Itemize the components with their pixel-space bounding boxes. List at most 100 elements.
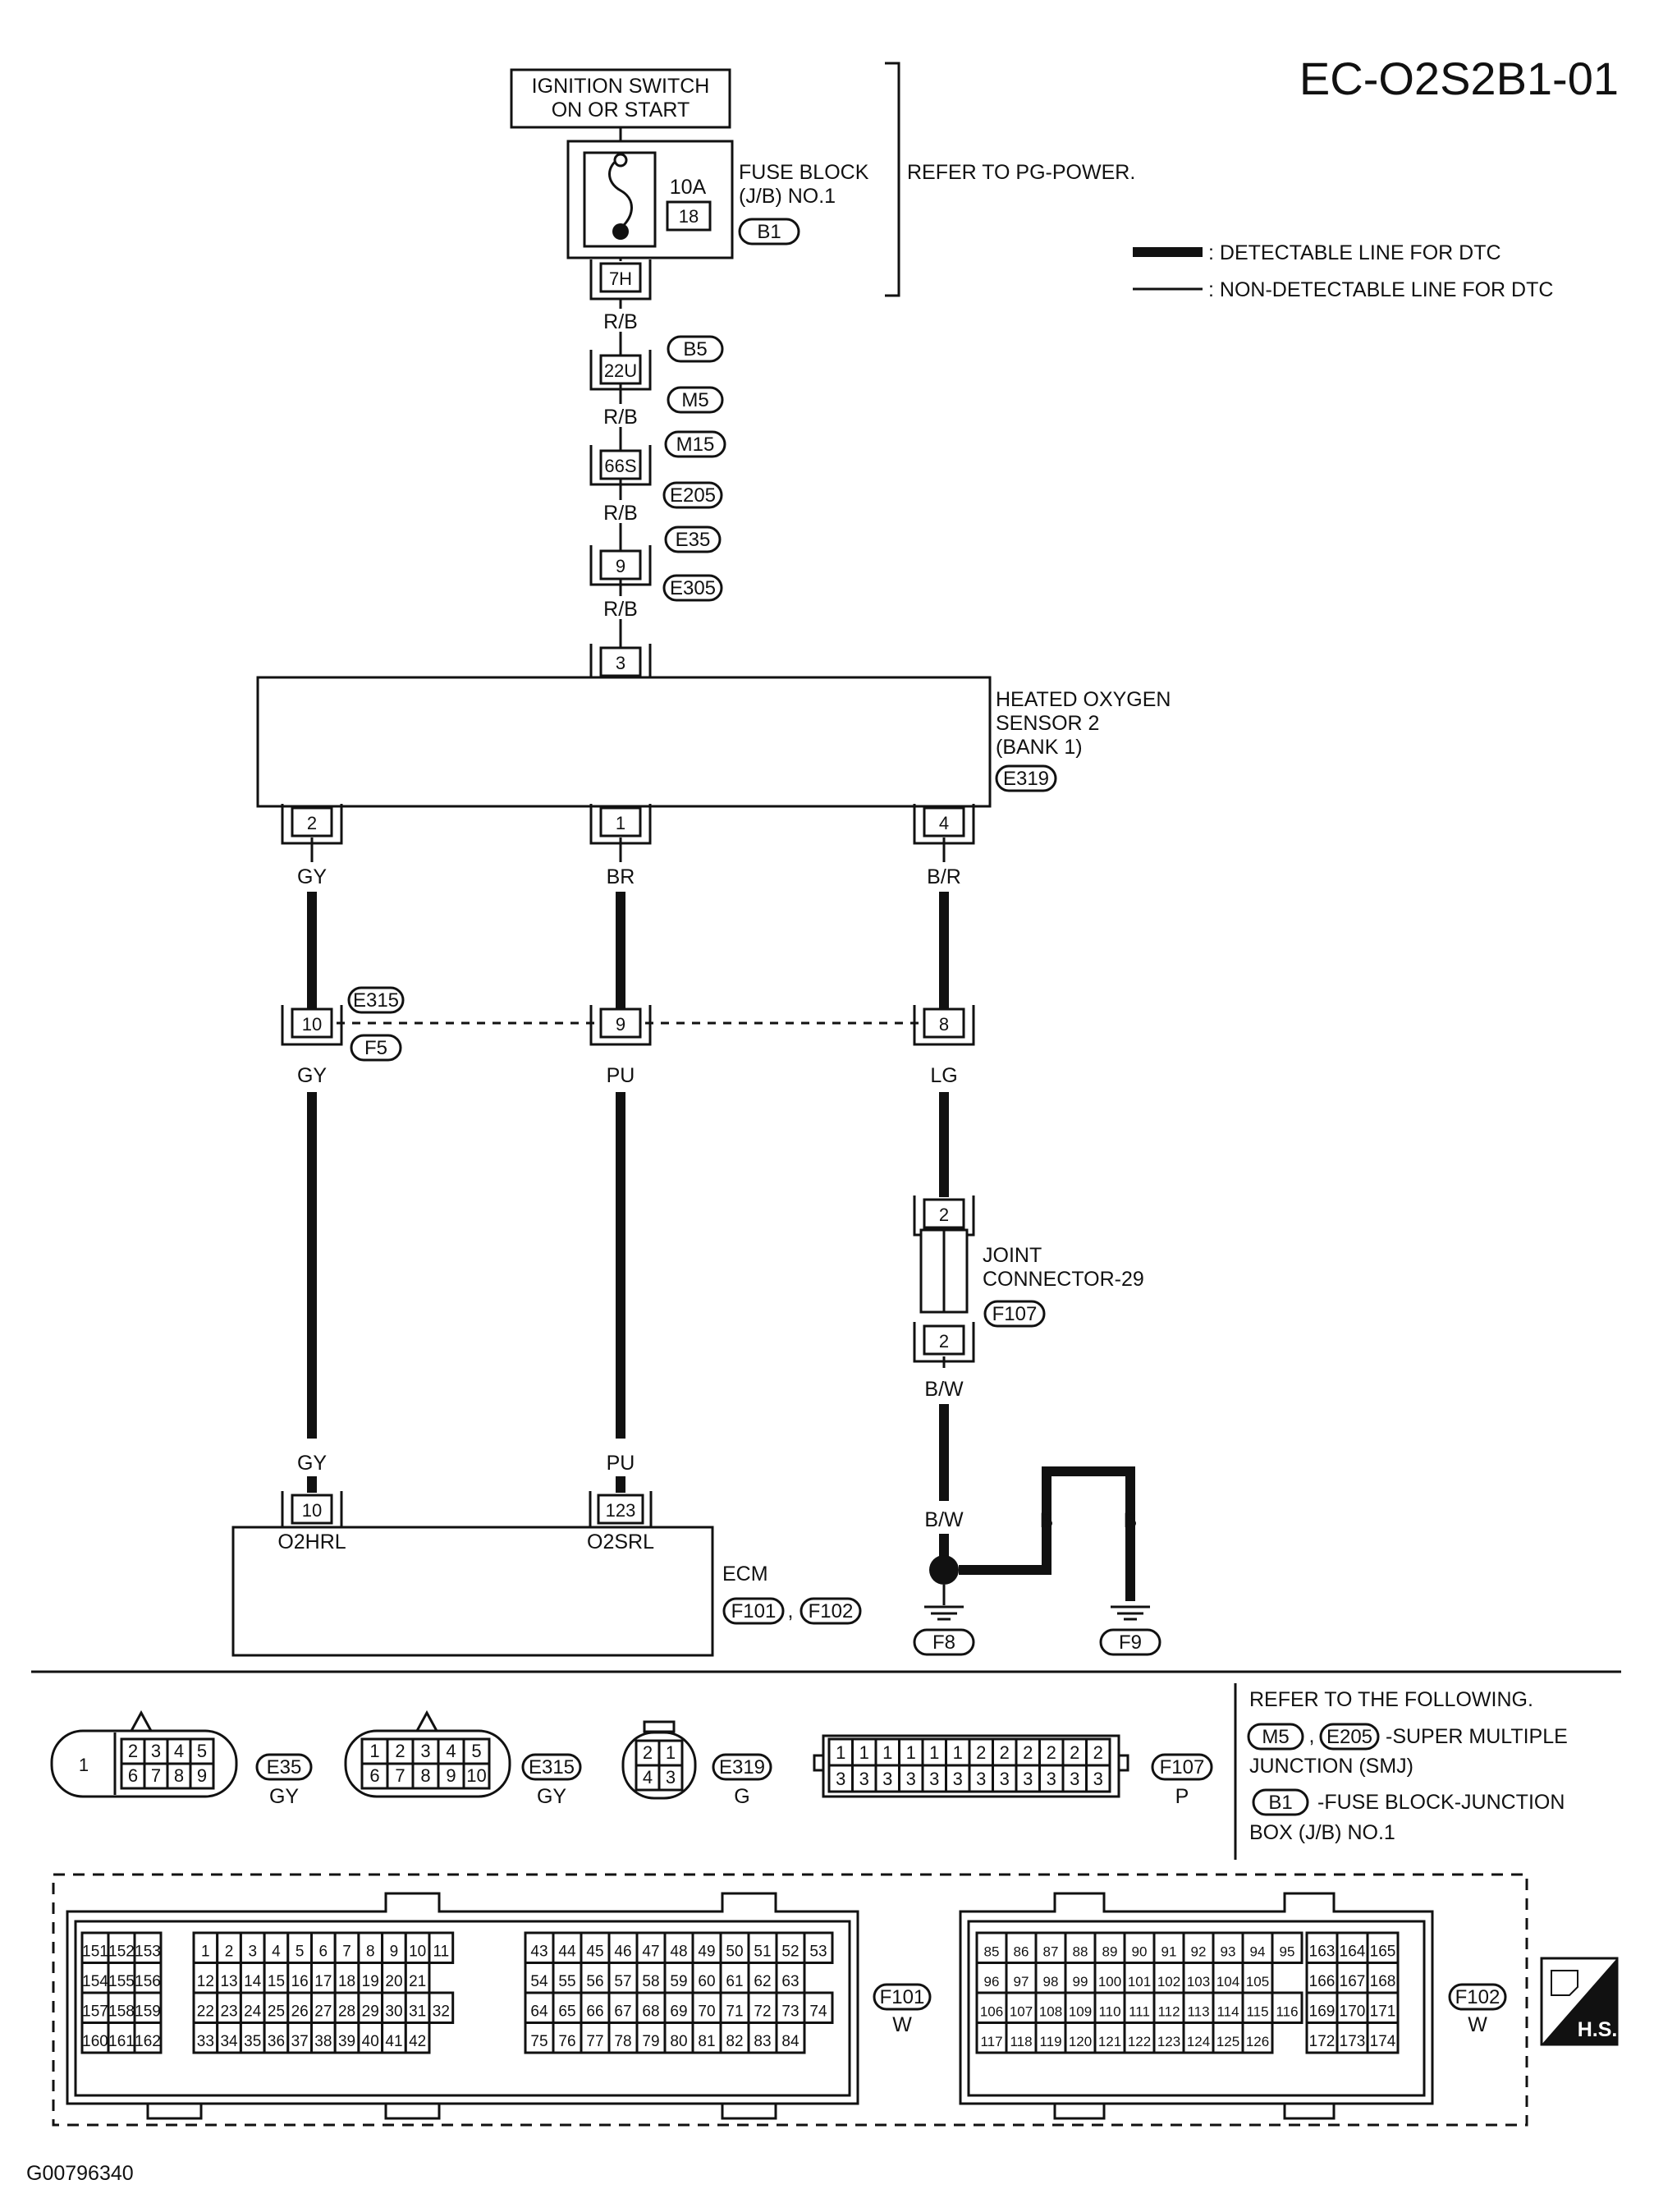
f101-mid-cell xyxy=(263,2022,290,2054)
f101-left-pin-label: 154 xyxy=(82,1973,108,1990)
f102-right-pin-label: 174 xyxy=(1370,2033,1396,2050)
f101-mid-cell xyxy=(216,1991,242,2024)
f102-left-pin-label: 102 xyxy=(1157,1974,1180,1989)
fuse-number: 18 xyxy=(679,206,699,227)
f101-mid-cell xyxy=(286,2022,313,2054)
f107-pin-label: 2 xyxy=(1047,1742,1056,1763)
ignition-switch-label-1: IGNITION SWITCH xyxy=(532,75,710,98)
e35-name-label: E35 xyxy=(267,1756,302,1778)
f102-left-pin-label: 95 xyxy=(1280,1944,1295,1960)
f101-right-cell xyxy=(719,1931,750,1964)
f102-left-pin-label: 91 xyxy=(1161,1944,1177,1960)
f107-pin-label: 3 xyxy=(1000,1769,1010,1789)
refer-conn-b1 xyxy=(1252,1788,1309,1816)
f102-left-pin-label: 105 xyxy=(1246,1974,1269,1989)
f107-pin-label: 2 xyxy=(1000,1742,1010,1763)
e319-pin-label: 4 xyxy=(643,1767,653,1787)
pin-7h-housing xyxy=(589,259,652,301)
f102-right-pin-label: 170 xyxy=(1340,2003,1366,2021)
f102-lug-1 xyxy=(1053,2102,1106,2120)
f101-left-pin-label: 151 xyxy=(82,1944,108,1961)
f107-pin-label: 3 xyxy=(976,1769,986,1789)
f102-right-cell xyxy=(1366,1991,1400,2024)
f107-name-label: F107 xyxy=(1160,1756,1205,1778)
e315-cell xyxy=(462,1762,491,1790)
ecm-conn-f102-label: F102 xyxy=(809,1600,854,1622)
f101-right-pin-label: 58 xyxy=(642,1973,659,1990)
refer-conn-e205 xyxy=(1319,1723,1380,1751)
f101-left-pin-label: 152 xyxy=(108,1944,135,1961)
f102-left-cell xyxy=(1064,2022,1097,2054)
f101-mid-pin-label: 8 xyxy=(366,1944,375,1961)
e35-cell xyxy=(189,1737,215,1765)
f101-mid-pin-label: 42 xyxy=(409,2033,426,2050)
e315-key xyxy=(415,1709,438,1732)
f107-cell xyxy=(1015,1764,1041,1793)
e35-cell xyxy=(143,1737,169,1765)
e35-pin-label: 6 xyxy=(128,1765,138,1786)
f102-left-pin-label: 93 xyxy=(1221,1944,1236,1960)
f102-left-pin-label: 124 xyxy=(1187,2034,1210,2049)
power-pin-9-housing xyxy=(589,545,652,586)
e319-name-label: E319 xyxy=(719,1756,765,1778)
f101-right-pin-label: 43 xyxy=(530,1944,548,1961)
f101-mid-cell xyxy=(310,1931,337,1964)
f102-left-cell xyxy=(1241,2022,1274,2054)
e315-pin-label: 1 xyxy=(369,1741,379,1761)
f102-right-pin-label: 167 xyxy=(1340,1973,1366,1990)
e315-pin-label: 6 xyxy=(369,1765,379,1786)
conn-m5-label: M5 xyxy=(681,389,708,411)
f101-mid-pin-label: 40 xyxy=(362,2033,379,2050)
f101-right-pin-label: 55 xyxy=(558,1973,575,1990)
f101-mid-pin-label: 20 xyxy=(385,1973,402,1990)
refer-fb-text-1: -FUSE BLOCK-JUNCTION xyxy=(1317,1791,1565,1814)
f107-pin-label: 3 xyxy=(929,1769,939,1789)
f101-right-cell xyxy=(524,2022,555,2054)
f101-right-cell xyxy=(691,2022,722,2054)
joint-pin-bottom-housing xyxy=(913,1322,975,1363)
f102-left-pin-label: 103 xyxy=(1187,1974,1210,1989)
f101-mid-pin-label: 41 xyxy=(385,2033,402,2050)
f101-right-pin-label: 44 xyxy=(558,1944,576,1961)
f102-left-cell xyxy=(1182,1991,1215,2024)
f101-right-pin-label: 83 xyxy=(754,2033,771,2050)
e315-cell xyxy=(360,1737,389,1765)
f101-right-cell xyxy=(635,1931,667,1964)
f101-mid-pin-label: 18 xyxy=(338,1973,355,1990)
f101-right-pin-label: 53 xyxy=(809,1944,827,1961)
ground-conn-f8-label: F8 xyxy=(932,1631,955,1654)
sensor-pin-4 xyxy=(923,806,965,838)
wire-label-rb-0: R/B xyxy=(603,310,638,333)
mid-conn-e315-label: E315 xyxy=(353,989,399,1012)
e315-cell xyxy=(462,1737,491,1765)
f107-cell xyxy=(1085,1737,1111,1767)
f102-lug-2 xyxy=(1283,2102,1336,2120)
joint-pin-top-label: 2 xyxy=(939,1205,949,1225)
f101-right-pin-label: 52 xyxy=(781,1944,799,1961)
joint-wire-label: B/W xyxy=(924,1378,964,1401)
e319-cell xyxy=(657,1739,684,1767)
f101-right-pin-label: 66 xyxy=(586,2003,603,2021)
f107-pin-label: 3 xyxy=(906,1769,916,1789)
f101-mid-pin-label: 13 xyxy=(220,1973,237,1990)
mid-pin-8-housing xyxy=(913,1005,975,1046)
e319-pin-label: 3 xyxy=(666,1767,676,1787)
f107-pin-label: 2 xyxy=(1093,1742,1103,1763)
f101-mid-pin-label: 5 xyxy=(296,1944,305,1961)
f107-pin-label: 2 xyxy=(976,1742,986,1763)
joint-conn-f107-label: F107 xyxy=(992,1303,1038,1325)
f101-right-pin-label: 77 xyxy=(586,2033,603,2050)
f101-left-pin-label: 156 xyxy=(135,1973,161,1990)
f102-left-pin-label: 110 xyxy=(1098,2004,1120,2020)
b-label-2: B xyxy=(1124,1509,1138,1532)
sensor-pin-1 xyxy=(599,806,642,838)
e35-pin-label: 3 xyxy=(151,1741,161,1761)
e315-pin-label: 10 xyxy=(466,1765,486,1786)
f101-left-pin-label: 157 xyxy=(82,2003,108,2021)
f101-right-cell xyxy=(747,1931,778,1964)
f101-right-cell xyxy=(691,1991,722,2024)
power-pin-9 xyxy=(599,549,642,581)
f102-left-pin-label: 87 xyxy=(1043,1944,1059,1960)
f102-left-pin-label: 100 xyxy=(1098,1974,1121,1989)
